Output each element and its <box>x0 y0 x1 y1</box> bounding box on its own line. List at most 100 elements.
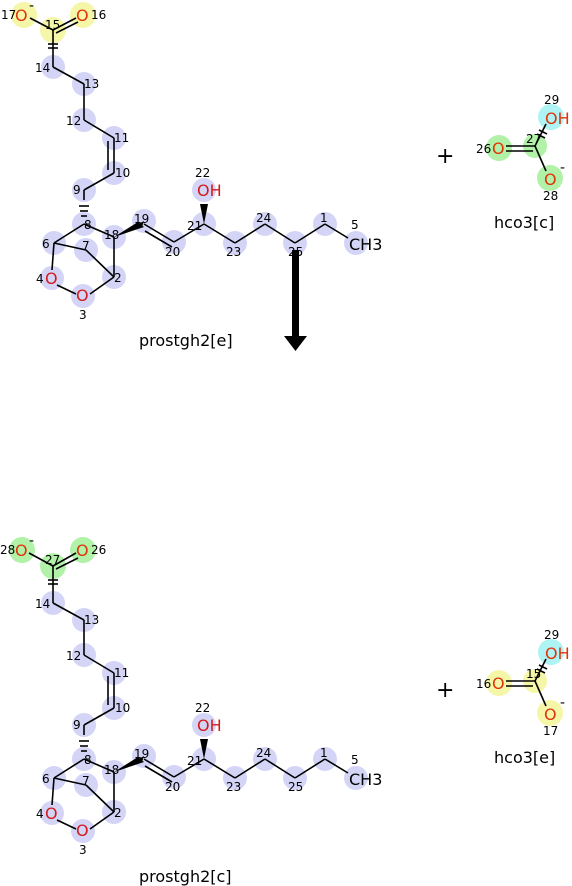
bottom-prost-ch3-label: CH3 <box>349 770 382 789</box>
top-prost-num-1: 1 <box>320 211 328 225</box>
bottom-prost-oh-label: OH <box>197 716 222 735</box>
top-prost-num-16: 16 <box>91 8 106 22</box>
top-prostaglandin: O O - O O OH CH3 17 15 16 14 13 12 11 10… <box>1 0 382 350</box>
highlight-b-o3 <box>71 819 95 843</box>
top-prost-num-14: 14 <box>35 61 50 75</box>
highlight-b-o4 <box>40 801 64 825</box>
top-prost-num-8: 8 <box>84 218 92 232</box>
top-hco3-oh-label: OH <box>545 109 570 128</box>
highlight-top-o29 <box>538 104 564 130</box>
bottom-prost-num-19: 19 <box>134 747 149 761</box>
top-prost-num-12: 12 <box>66 114 81 128</box>
bottom-plus-sign: + <box>436 678 454 703</box>
top-prost-num-11: 11 <box>114 131 129 145</box>
bottom-prost-num-25: 25 <box>288 780 303 794</box>
bottom-prost-num-1: 1 <box>320 746 328 760</box>
bottom-prost-o4-label: O <box>45 804 58 823</box>
bottom-hco3-num-29: 29 <box>544 628 559 642</box>
bottom-prost-num-9: 9 <box>73 718 81 732</box>
highlight-o22 <box>192 178 216 202</box>
highlight-b-c5 <box>344 766 368 790</box>
bottom-prost-num-7: 7 <box>82 774 90 788</box>
top-hco3-num-27: 27 <box>526 132 541 146</box>
top-hco3: + O OH O - 29 26 27 28 hco3[c] <box>436 93 570 232</box>
bottom-prost-o26-label: O <box>76 541 89 560</box>
top-prost-o3-label: O <box>76 286 89 305</box>
top-hco3-num-26: 26 <box>476 142 491 156</box>
top-hco3-charge: - <box>560 160 565 176</box>
top-prost-ch3-label: CH3 <box>349 235 382 254</box>
top-prost-num-17: 17 <box>1 8 16 22</box>
highlight-b-o26 <box>70 537 96 563</box>
top-prost-num-13: 13 <box>84 77 99 91</box>
top-prost-oh-label: OH <box>197 181 222 200</box>
bottom-prost-num-3: 3 <box>79 843 87 857</box>
highlight-top-o28 <box>537 165 563 191</box>
top-hco3-num-29: 29 <box>544 93 559 107</box>
bottom-prost-o28-label: O <box>15 541 28 560</box>
top-prost-num-19: 19 <box>134 212 149 226</box>
top-left-compound-label: prostgh2[e] <box>139 331 233 350</box>
highlight-o4 <box>40 266 64 290</box>
bottom-prost-num-2: 2 <box>114 806 122 820</box>
bottom-prost-num-10: 10 <box>115 701 130 715</box>
bottom-hco3-num-16: 16 <box>476 677 491 691</box>
top-hco3-o26-label: O <box>492 139 505 158</box>
top-prost-o4-label: O <box>45 269 58 288</box>
bottom-prost-num-27: 27 <box>45 553 60 567</box>
top-prost-num-22: 22 <box>195 166 210 180</box>
top-prost-num-15: 15 <box>45 18 60 32</box>
bottom-prostaglandin: O O - O O OH CH3 28 27 26 14 13 12 11 10… <box>0 533 382 886</box>
top-prost-num-2: 2 <box>114 271 122 285</box>
highlight-bottom-o17 <box>537 700 563 726</box>
bottom-prost-o3-label: O <box>76 821 89 840</box>
bottom-prost-num-12: 12 <box>66 649 81 663</box>
highlight-bottom-o16 <box>486 670 512 696</box>
bottom-prost-num-21: 21 <box>187 754 202 768</box>
highlight-b-o22 <box>192 713 216 737</box>
top-prost-num-10: 10 <box>115 166 130 180</box>
highlight-top-o26 <box>486 135 512 161</box>
top-prost-num-3: 3 <box>79 308 87 322</box>
bottom-prost-num-13: 13 <box>84 613 99 627</box>
bottom-prost-num-14: 14 <box>35 597 50 611</box>
bottom-hco3-o16-label: O <box>492 674 505 693</box>
top-hco3-o28-label: O <box>544 170 557 189</box>
top-prost-num-21: 21 <box>187 219 202 233</box>
bottom-prost-num-18: 18 <box>104 763 119 777</box>
highlight-o3 <box>71 284 95 308</box>
top-prost-num-24: 24 <box>256 211 271 225</box>
bottom-prost-num-11: 11 <box>114 666 129 680</box>
top-prost-num-6: 6 <box>42 237 50 251</box>
highlight-o17 <box>11 2 37 28</box>
bottom-hco3-charge: - <box>560 695 565 711</box>
top-prost-num-5: 5 <box>351 218 359 232</box>
bottom-left-compound-label: prostgh2[c] <box>139 867 232 886</box>
highlight-bottom-o29 <box>538 639 564 665</box>
bottom-prost-num-20: 20 <box>165 780 180 794</box>
bottom-prost-num-4: 4 <box>36 807 44 821</box>
top-right-compound-label: hco3[c] <box>494 213 554 232</box>
top-prost-o16-label: O <box>76 6 89 25</box>
bottom-prost-num-8: 8 <box>84 753 92 767</box>
bottom-prost-num-26: 26 <box>91 543 106 557</box>
bottom-hco3: + O OH O - 29 16 15 17 hco3[e] <box>436 628 570 767</box>
bottom-hco3-num-17: 17 <box>543 724 558 738</box>
top-prost-num-7: 7 <box>82 239 90 253</box>
top-prost-num-18: 18 <box>104 228 119 242</box>
bottom-right-compound-label: hco3[e] <box>494 748 555 767</box>
top-prost-num-4: 4 <box>36 272 44 286</box>
highlight-c5 <box>344 231 368 255</box>
bottom-prost-num-28: 28 <box>0 543 15 557</box>
top-prost-num-9: 9 <box>73 183 81 197</box>
bottom-prost-num-24: 24 <box>256 746 271 760</box>
bottom-prost-charge: - <box>29 533 34 549</box>
top-prost-num-23: 23 <box>226 245 241 259</box>
highlight-b-o28 <box>9 537 35 563</box>
top-plus-sign: + <box>436 144 454 169</box>
highlight-o16 <box>70 2 96 28</box>
bottom-prost-num-5: 5 <box>351 753 359 767</box>
bottom-prost-num-6: 6 <box>42 772 50 786</box>
